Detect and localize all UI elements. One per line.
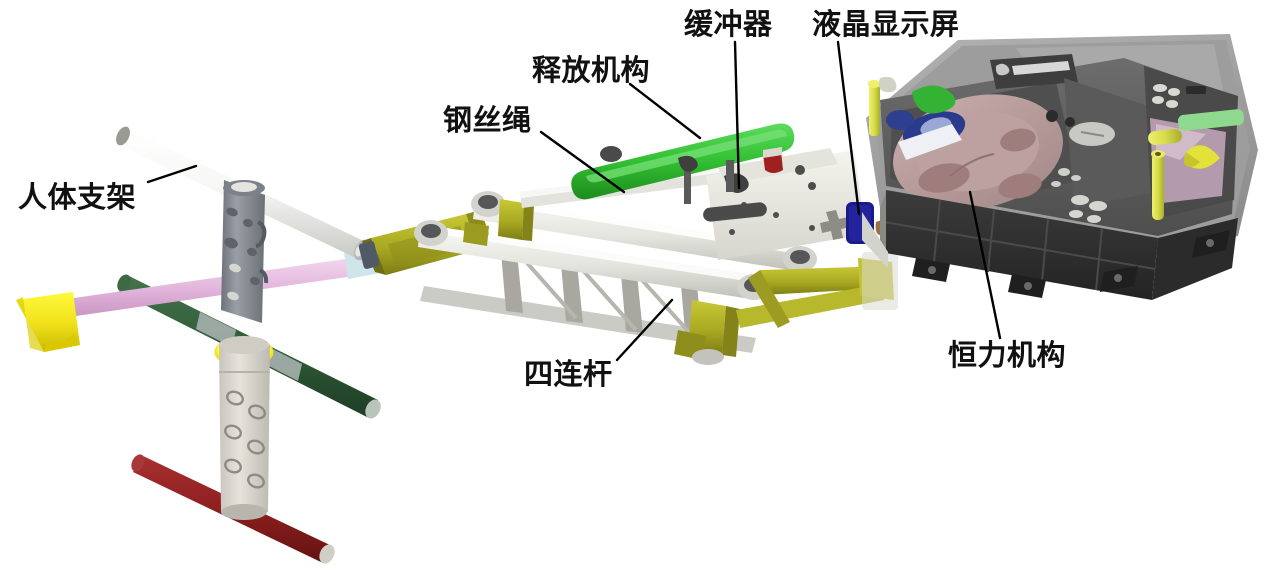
leader-body-support bbox=[146, 164, 198, 184]
label-steel-wire-rope: 钢丝绳 bbox=[443, 103, 532, 137]
olive-joint-blocks-left bbox=[463, 199, 534, 246]
leader-release-mechanism bbox=[628, 82, 702, 140]
leader-steel-wire-rope bbox=[539, 130, 626, 194]
constant-force-unit bbox=[862, 34, 1258, 300]
leader-constant-force bbox=[968, 190, 1002, 340]
pink-cross-bar bbox=[60, 258, 354, 318]
gray-perforated-column bbox=[221, 180, 269, 323]
leader-lcd-display bbox=[836, 40, 861, 216]
right-bay-fasteners bbox=[1152, 84, 1206, 108]
front-grid-lines bbox=[883, 199, 1156, 291]
label-body-support: 人体支架 bbox=[18, 180, 137, 214]
yellow-end-cap bbox=[16, 292, 80, 352]
label-four-bar-linkage: 四连杆 bbox=[524, 357, 613, 391]
leader-buffer bbox=[733, 40, 741, 190]
leader-four-bar-linkage bbox=[615, 298, 674, 362]
cross-fitting bbox=[820, 210, 850, 240]
label-buffer: 缓冲器 bbox=[684, 7, 773, 41]
body-support-assembly bbox=[16, 126, 390, 564]
lower-link-bar bbox=[418, 224, 760, 300]
yellow-diagonal-member bbox=[736, 252, 898, 328]
buffer-damper bbox=[678, 155, 767, 222]
label-release-mechanism: 释放机构 bbox=[532, 53, 651, 87]
label-constant-force: 恒力机构 bbox=[948, 338, 1067, 372]
label-lcd-display: 液晶显示屏 bbox=[812, 7, 960, 41]
embossed-badge bbox=[990, 54, 1078, 89]
olive-joint-blocks-right bbox=[674, 300, 740, 365]
lower-white-sleeve bbox=[219, 336, 270, 520]
leader-lines bbox=[146, 40, 1002, 362]
